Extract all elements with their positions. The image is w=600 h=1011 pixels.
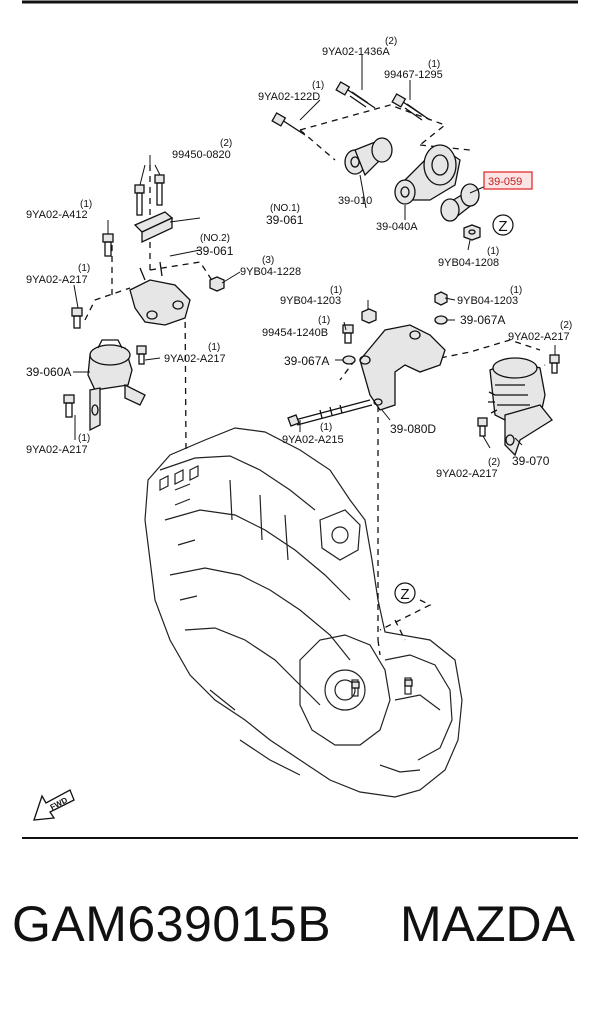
label-9yb04-1208: 9YB04-1208 <box>438 257 499 269</box>
bolt-9ya02-a412 <box>102 233 114 257</box>
part-labels: (2) 9YA02-1436A (1) 99467-1295 (1) 9YA02… <box>26 36 572 480</box>
label-39-040a: 39-040A <box>376 221 418 233</box>
label-39-010: 39-010 <box>338 195 372 207</box>
engine-studs <box>351 679 413 689</box>
label-qty: (2) <box>560 320 572 331</box>
label-39-060a: 39-060A <box>26 365 71 379</box>
label-qty: (1) <box>428 59 440 70</box>
label-qty: (1) <box>80 199 92 210</box>
label-qty: (1) <box>318 315 330 326</box>
label-9yb04-1203-a: 9YB04-1203 <box>280 295 341 307</box>
bolt-9ya02-a217-left <box>71 307 83 329</box>
nut-9yb04-1203-center <box>361 308 377 324</box>
caption: GAM639015B MAZDA <box>0 895 600 975</box>
part-number: GAM639015B <box>12 896 332 952</box>
label-9yb04-1203-b: 9YB04-1203 <box>457 295 518 307</box>
label-9ya02-a217-mid: 9YA02-A217 <box>164 353 226 365</box>
label-39-061-no2: 39-061 <box>196 244 234 258</box>
brand-name: MAZDA <box>400 896 575 952</box>
engine-mount-39-060a <box>87 339 146 432</box>
nut-9yb04-1208 <box>463 224 481 241</box>
bolt-9ya02-a217-right <box>549 354 560 374</box>
label-9ya02-a215: 9YA02-A215 <box>282 434 344 446</box>
label-99454-1240b: 99454-1240B <box>262 327 328 339</box>
engine-block <box>144 427 463 798</box>
label-qty: (1) <box>78 263 90 274</box>
label-no2: (NO.2) <box>200 233 230 244</box>
washer-39-067a-left <box>342 355 356 365</box>
zone-marker-engine: Z <box>394 582 416 604</box>
long-bolt-9ya02-a215 <box>287 399 373 427</box>
fwd-arrow-icon: FWD <box>33 789 75 821</box>
nut-9yb04-1203-right <box>434 291 448 306</box>
bolts-99450-0820 <box>134 174 165 216</box>
label-99450-0820: 99450-0820 <box>172 149 231 161</box>
washer-39-067a-right <box>434 315 448 325</box>
label-qty: (1) <box>78 433 90 444</box>
bracket-39-080d <box>359 324 446 411</box>
leader-lines <box>73 55 556 449</box>
label-qty: (1) <box>487 246 499 257</box>
mount-bracket-upper <box>129 261 191 326</box>
label-9ya02-a217-bottom: 9YA02-A217 <box>436 468 498 480</box>
label-qty: (1) <box>320 422 332 433</box>
engine-mount-39-070 <box>488 357 553 457</box>
svg-text:Z: Z <box>498 218 507 235</box>
highlight-box <box>483 171 533 190</box>
bolt-9ya02-a217-low <box>63 394 75 418</box>
label-qty: (2) <box>220 138 232 149</box>
label-99467-1295: 99467-1295 <box>384 69 443 81</box>
bolt-9ya02-a217-bottom <box>477 417 488 437</box>
label-no1: (NO.1) <box>270 203 300 214</box>
bolt-99454-1240b <box>342 324 354 344</box>
label-39-067a-left: 39-067A <box>284 354 329 368</box>
nut-9yb04-1228 <box>209 276 225 292</box>
label-39-080d: 39-080D <box>390 422 436 436</box>
label-9ya02-a217-a: 9YA02-A217 <box>26 274 88 286</box>
bolt-9ya02-1436a <box>335 81 376 109</box>
engine-mount-diagram: Z Z FWD (2) 9YA02-1436A (1) 99467-1295 (… <box>22 0 578 839</box>
bolt-9ya02-122d <box>271 112 306 136</box>
label-qty: (2) <box>488 457 500 468</box>
label-9ya02-122d: 9YA02-122D <box>258 91 320 103</box>
label-9ya02-a412: 9YA02-A412 <box>26 209 88 221</box>
label-qty: (2) <box>385 36 397 47</box>
label-qty: (3) <box>262 255 274 266</box>
label-39-061-no1: 39-061 <box>266 213 304 227</box>
svg-text:Z: Z <box>400 586 409 603</box>
label-qty: (1) <box>330 285 342 296</box>
bracket-39-061 <box>133 211 174 244</box>
label-qty: (1) <box>312 80 324 91</box>
label-9ya02-a217-low: 9YA02-A217 <box>26 444 88 456</box>
label-9yb04-1228: 9YB04-1228 <box>240 266 301 278</box>
label-qty: (1) <box>510 285 522 296</box>
bolt-99467-1295 <box>391 93 431 121</box>
label-qty: (1) <box>208 342 220 353</box>
label-9ya02-1436a: 9YA02-1436A <box>322 46 390 58</box>
torque-roll-mount-39-040a <box>394 144 480 222</box>
bushing-39-010 <box>344 137 393 177</box>
zone-marker-top: Z <box>492 214 514 236</box>
label-9ya02-a217-right: 9YA02-A217 <box>508 331 570 343</box>
bolt-9ya02-a217-mid <box>136 345 147 365</box>
label-39-059[interactable]: 39-059 <box>488 176 522 188</box>
label-39-067a-right: 39-067A <box>460 313 505 327</box>
label-39-070: 39-070 <box>512 454 550 468</box>
